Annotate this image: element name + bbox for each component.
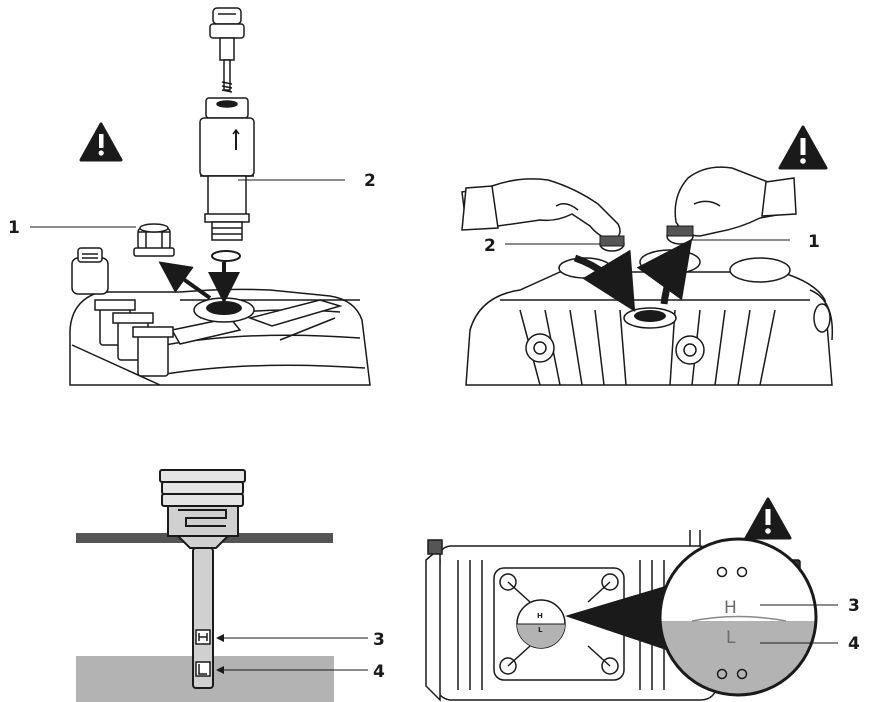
gauge-low-mark: L xyxy=(726,628,736,648)
warning-triangle-icon xyxy=(778,125,828,170)
callout-3-label: 3 xyxy=(848,596,860,616)
callout-4-label: 4 xyxy=(373,662,385,682)
panel-top-left: 1 2 xyxy=(8,7,376,386)
oil-cap-icon xyxy=(133,223,175,257)
small-gauge-low: L xyxy=(538,626,543,634)
right-hand-icon xyxy=(674,166,797,237)
warning-triangle-icon xyxy=(744,497,792,540)
oil-cap-icon xyxy=(599,235,625,252)
warning-triangle-icon xyxy=(79,122,123,162)
dipstick-assembly-icon xyxy=(199,7,255,241)
zoom-wedge xyxy=(565,584,672,652)
gauge-high-mark: H xyxy=(724,598,737,618)
panel-bottom-right: H L H L 3 4 xyxy=(425,497,860,702)
pump-body-left xyxy=(69,247,371,386)
oil-cap-icon xyxy=(666,225,694,245)
left-hand-icon xyxy=(461,178,621,241)
dipstick-icon xyxy=(159,469,246,689)
callout-2-label: 2 xyxy=(484,236,496,256)
panel-bottom-left: 3 4 xyxy=(76,469,385,702)
callout-1-label: 1 xyxy=(808,232,820,252)
callout-4-label: 4 xyxy=(848,634,860,654)
callout-2-label: 2 xyxy=(364,171,376,191)
callout-1-label: 1 xyxy=(8,218,20,238)
small-gauge-high: H xyxy=(537,612,543,620)
callout-3-label: 3 xyxy=(373,630,385,650)
sight-glass-small: H L xyxy=(516,599,566,649)
panel-top-right: 1 2 xyxy=(461,125,834,386)
